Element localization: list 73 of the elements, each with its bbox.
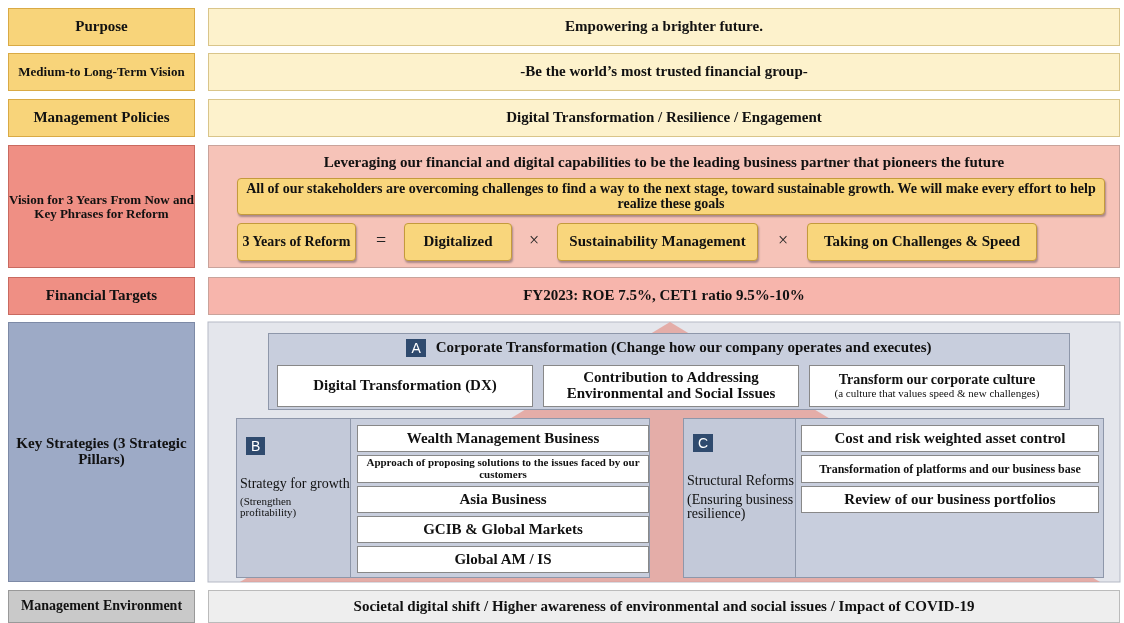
box-text: Cost and risk weighted asset control (834, 430, 1066, 447)
keyword-box (237, 223, 356, 261)
strategy-box (357, 486, 649, 513)
box-text: -Be the world’s most trusted financial group- (520, 64, 808, 80)
row-content-box (208, 99, 1120, 137)
row-label-box (8, 8, 195, 46)
row-label-box (8, 99, 195, 137)
strategy-box (801, 425, 1099, 452)
row-content-box (208, 8, 1120, 46)
strategy-box (801, 486, 1099, 513)
strategy-box (357, 546, 649, 573)
pillar-title: Strategy for growth (240, 477, 350, 492)
strategy-box (277, 365, 533, 407)
keyword-box (807, 223, 1037, 261)
box-text: Global AM / IS (454, 551, 552, 568)
vision-panel (208, 145, 1120, 268)
pillar-title: Structural Reforms (687, 473, 795, 489)
box-text: 3 Years of Reform (242, 234, 351, 250)
box-subtext: (a culture that values speed & new challenges) (834, 387, 1040, 400)
box-text: Contribution to Addressing Environmental and Social Issues (565, 370, 777, 402)
pillar-panel (268, 333, 1070, 410)
times-sign: × (776, 229, 790, 252)
pillar-panel (683, 418, 1104, 578)
letter-badge: B (246, 437, 266, 456)
row-content-box (208, 53, 1120, 91)
box-text: Digital Transformation (DX) (313, 378, 497, 394)
box-text: Empowering a brighter future. (565, 19, 763, 35)
box-text: Societal digital shift / Higher awareness of environmental and social issues / Impact of COVID-19 (353, 598, 975, 615)
pillar-subtitle: (Ensuring business resilience) (687, 492, 795, 523)
row-label-box (8, 590, 195, 623)
heading-text: Leveraging our financial and digital capabilities to be the leading business partner that pioneers the future (323, 155, 1005, 171)
keyword-box (557, 223, 758, 261)
strategy-box (801, 455, 1099, 483)
box-text: Management Environment (20, 599, 183, 614)
box-text: Review of our business portfolios (844, 491, 1056, 508)
box-text: Asia Business (459, 491, 547, 508)
box-text: Sustainability Management (569, 234, 746, 250)
row-label-box (8, 277, 195, 315)
box-text: Transformation of platforms and our business base (819, 462, 1081, 476)
pillar-subtitle: (Strengthen profitability) (240, 495, 298, 519)
box-text: Vision for 3 Years From Now and Key Phrases for Reform (9, 192, 194, 221)
keyword-box (404, 223, 512, 261)
row-content-box (208, 277, 1120, 315)
box-text: Transform our corporate culture (838, 372, 1036, 388)
letter-badge: C (693, 433, 714, 452)
box-text: Approach of proposing solutions to the issues faced by our customers (365, 457, 641, 481)
statement-box (237, 178, 1105, 215)
box-text: Taking on Challenges & Speed (823, 234, 1021, 250)
box-text: GCIB & Global Markets (423, 521, 583, 538)
row-label-box (8, 53, 195, 91)
box-text: Management Policies (33, 110, 170, 126)
box-text: Purpose (75, 19, 128, 35)
pillar-panel (236, 418, 650, 578)
row-label-box (8, 322, 195, 582)
box-text: Digital Transformation / Resilience / Engagement (506, 110, 822, 126)
box-text: Financial Targets (45, 288, 158, 304)
letter-badge: A (406, 339, 426, 357)
row-content-box (208, 590, 1120, 623)
equals-sign: = (374, 229, 388, 252)
strategy-box (809, 365, 1065, 407)
strategy-box (357, 516, 649, 543)
pillar-title: Corporate Transformation (Change how our company operates and executes) (435, 340, 932, 356)
box-text: Wealth Management Business (406, 430, 600, 447)
row-label-box (8, 145, 195, 268)
box-text: Medium-to Long-Term Vision (18, 65, 185, 79)
strategy-box (357, 455, 649, 483)
box-text: Digitalized (423, 234, 493, 250)
box-text: Key Strategies (3 Strategic Pillars) (15, 436, 188, 468)
box-text: All of our stakeholders are overcoming challenges to find a way to the next stage, toward sustainable growth. We will make every effort to help realize these goals (245, 181, 1097, 212)
strategy-box (543, 365, 799, 407)
box-text: FY2023: ROE 7.5%, CET1 ratio 9.5%-10% (523, 288, 805, 304)
times-sign: × (527, 229, 541, 252)
strategy-box (357, 425, 649, 452)
